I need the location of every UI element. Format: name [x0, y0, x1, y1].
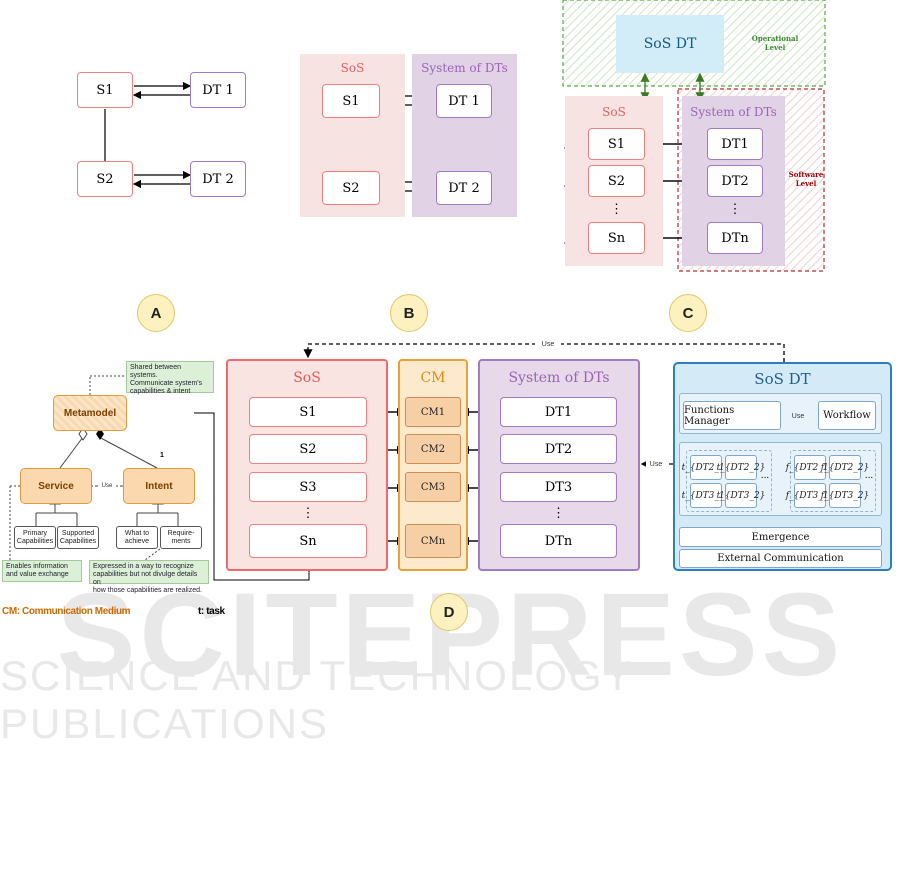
- d-note-shared: Shared between systems. Communicate syst…: [126, 361, 214, 395]
- d-service-node: Service: [20, 468, 92, 504]
- d-sos-title: SoS: [293, 370, 321, 386]
- c-s1-node: S1: [588, 128, 645, 160]
- d-requirements-node: Require- ments: [160, 526, 202, 549]
- c-dts-dots: ⋮: [728, 201, 742, 217]
- d-func-node: f_{DT2_1}: [786, 455, 834, 480]
- d-metamodel-node: Metamodel: [53, 395, 127, 431]
- d-note-enables: Enables information and value exchange: [2, 560, 82, 582]
- d-sn-node: Sn: [249, 524, 367, 558]
- a-dt1-node: DT 1: [190, 72, 246, 108]
- b-dt1-node: DT 1: [436, 84, 492, 118]
- d-dt3-node: DT3: [500, 472, 617, 502]
- a-s2-node: S2: [77, 161, 133, 197]
- panel-b-label: B: [390, 294, 428, 332]
- d-sysdts-title: System of DTs: [508, 370, 610, 386]
- panel-a-label: A: [137, 294, 175, 332]
- c-operational-label: Operational Level: [751, 34, 799, 52]
- d-func-node: f_{DT3_2}: [821, 483, 869, 508]
- d-external-node: External Communication: [679, 549, 882, 568]
- d-cm3-node: CM3: [405, 472, 461, 502]
- panel-c-label: C: [669, 294, 707, 332]
- d-use-intent-label: Use: [98, 481, 116, 491]
- d-func-node: f_{DT3_1}: [786, 483, 834, 508]
- d-dt2-node: DT2: [500, 434, 617, 464]
- d-multiplicity-label: 1: [160, 452, 164, 459]
- d-task-node: t_{DT3_2}: [717, 483, 765, 508]
- legend-cm: CM: Communication Medium: [2, 606, 131, 617]
- d-dt1-node: DT1: [500, 397, 617, 427]
- c-software-label: Software Level: [788, 170, 824, 188]
- d-primary-node: Primary Capabilities: [14, 526, 56, 549]
- d-task-node: t_{DT2_2}: [717, 455, 765, 480]
- d-task-node: t_{DT2_1}: [682, 455, 730, 480]
- d-s2-node: S2: [249, 434, 367, 464]
- d-sosdt-title: SoS DT: [754, 370, 811, 388]
- d-s3-node: S3: [249, 472, 367, 502]
- d-workflow-node: Workflow: [818, 401, 876, 430]
- d-cmn-node: CMn: [405, 524, 461, 558]
- c-sos-title: SoS: [602, 105, 626, 119]
- d-what-node: What to achieve: [116, 526, 158, 549]
- legend-task: t: task: [198, 606, 225, 617]
- b-sysdts-title: System of DTs: [421, 61, 508, 75]
- d-emergence-node: Emergence: [679, 527, 882, 547]
- b-s2-node: S2: [322, 171, 380, 205]
- d-funcs-ellipsis: ...: [864, 471, 874, 481]
- c-dtn-node: DTn: [707, 222, 763, 254]
- d-cm2-node: CM2: [405, 434, 461, 464]
- d-dtn-node: DTn: [500, 524, 617, 558]
- d-intent-node: Intent: [123, 468, 195, 504]
- c-dt1-node: DT1: [707, 128, 763, 160]
- d-supported-node: Supported Capabilities: [57, 526, 99, 549]
- c-sn-node: Sn: [588, 222, 645, 254]
- panel-d-label: D: [430, 593, 468, 631]
- d-func-node: f_{DT2_2}: [821, 455, 869, 480]
- c-sos-dots: ⋮: [610, 201, 623, 217]
- d-use-top-label: Use: [535, 339, 561, 349]
- d-s1-node: S1: [249, 397, 367, 427]
- d-tasks-ellipsis: ...: [760, 471, 770, 481]
- c-dt2-node: DT2: [707, 165, 763, 197]
- d-sos-dots: ⋮: [301, 505, 315, 521]
- d-note-expressed: Expressed in a way to recognize capabili…: [89, 560, 209, 594]
- d-funcs-frame: [790, 450, 876, 512]
- d-functions-manager-node: Functions Manager: [683, 401, 781, 430]
- a-dt2-node: DT 2: [190, 161, 246, 197]
- c-s2-node: S2: [588, 165, 645, 197]
- c-sysdts-title: System of DTs: [690, 105, 777, 119]
- b-s1-node: S1: [322, 84, 380, 118]
- d-dts-dots: ⋮: [552, 505, 565, 521]
- d-use-wf-label: Use: [787, 411, 809, 421]
- watermark-title: SCITEPRESS: [56, 569, 845, 701]
- d-task-node: t_{DT3_1}: [682, 483, 730, 508]
- c-sosdt-node: SoS DT: [616, 15, 724, 73]
- d-cm1-node: CM1: [405, 397, 461, 427]
- a-s1-node: S1: [77, 72, 133, 108]
- d-use-mid-label: Use: [646, 459, 666, 469]
- b-dt2-node: DT 2: [436, 171, 492, 205]
- d-tasks-frame: [686, 450, 772, 512]
- b-sos-title: SoS: [340, 61, 365, 75]
- d-cm-title: CM: [420, 370, 446, 386]
